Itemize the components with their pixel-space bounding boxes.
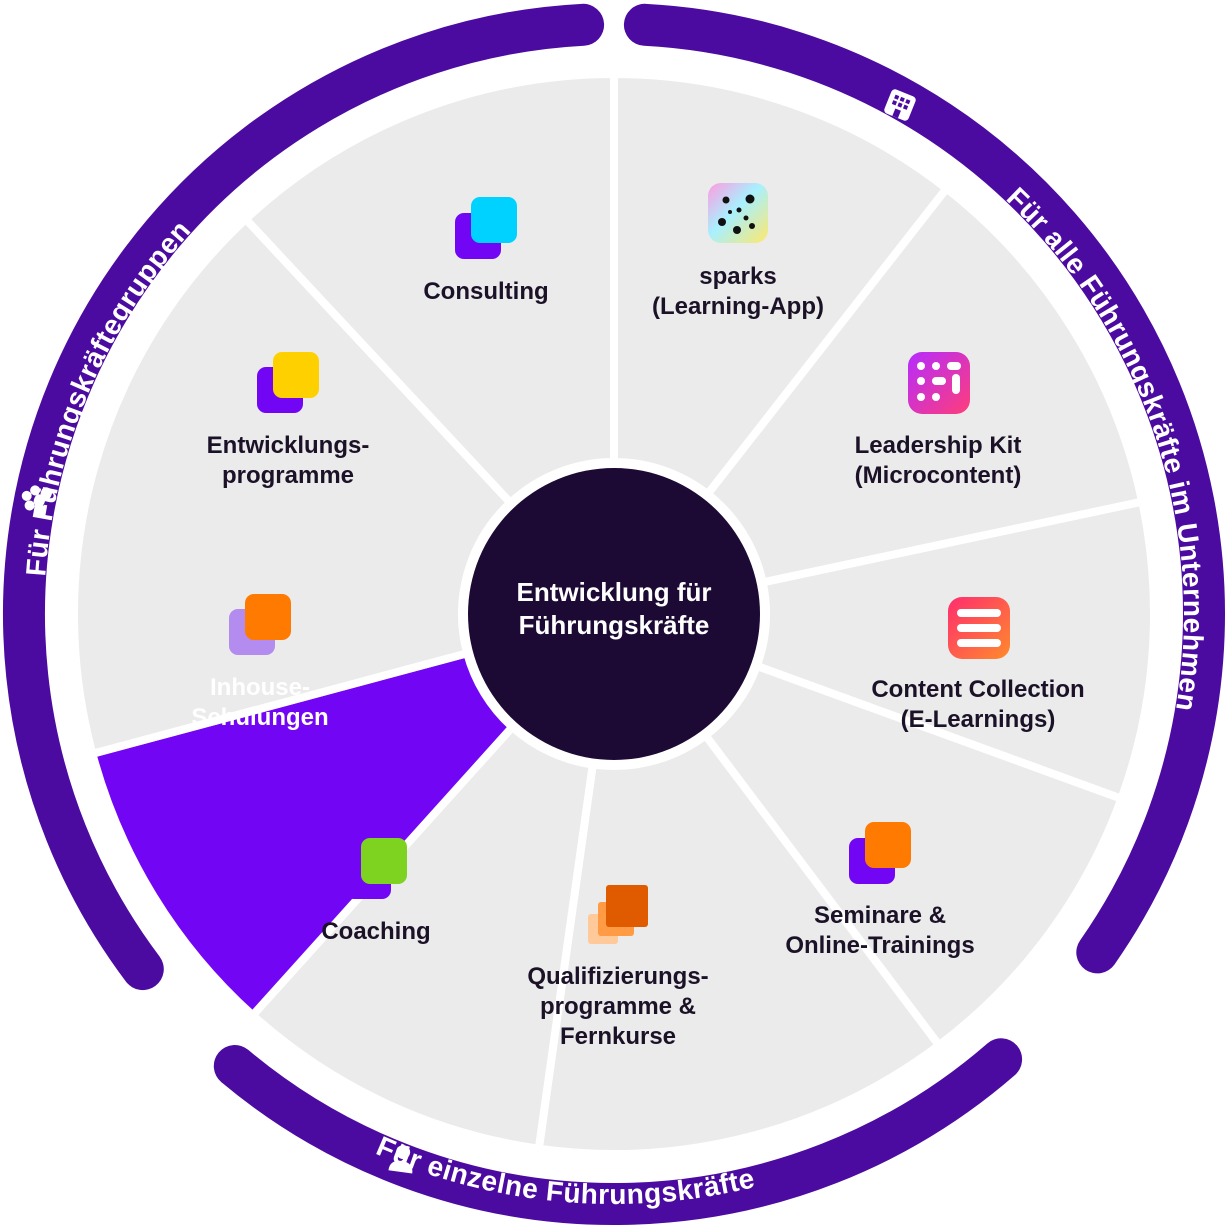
segment-entwicklung[interactable] — [70, 215, 515, 758]
segment-qualifizierung[interactable] — [534, 731, 943, 1158]
ring-arc-company — [623, 3, 1225, 974]
segment-inhouse[interactable] — [88, 649, 517, 1020]
ring-arc-individual — [213, 1038, 1023, 1225]
building-icon — [884, 89, 916, 121]
seminare-icon — [849, 822, 911, 884]
segment-consulting[interactable] — [241, 70, 618, 507]
leadership-kit-app-icon — [908, 352, 970, 414]
segment-label-leadership-kit: Leadership Kit (Microcontent) — [854, 432, 1022, 489]
segment-sparks[interactable] — [610, 70, 951, 499]
person-icon — [388, 1145, 413, 1174]
segment-label-seminare: Seminare & Online-Trainings — [785, 902, 975, 959]
segment-label-consulting: Consulting — [423, 278, 549, 305]
segment-label-coaching: Coaching — [321, 918, 431, 945]
center-circle — [468, 468, 760, 760]
segment-label-inhouse: Inhouse- Schulungen — [191, 674, 329, 731]
coaching-icon — [345, 838, 407, 899]
inhouse-icon — [229, 594, 291, 655]
segment-seminare[interactable] — [701, 662, 1126, 1050]
entwicklung-icon — [257, 352, 319, 413]
segment-coaching[interactable] — [248, 723, 597, 1153]
qualifizierung-icon — [588, 885, 648, 944]
segment-label-content-collection: Content Collection (E-Learnings) — [871, 676, 1085, 733]
segment-label-entwicklung: Entwicklungs- programme — [206, 432, 370, 489]
segment-label-sparks: sparks (Learning-App) — [652, 263, 824, 320]
center-title: Entwicklung für Führungskräfte — [516, 577, 712, 640]
consulting-icon — [455, 197, 517, 259]
segment-label-qualifizierung: Qualifizierungs- programme & Fernkurse — [527, 963, 709, 1050]
outer-ring — [2, 3, 1225, 1225]
ring-arc-groups — [2, 3, 605, 991]
content-collection-app-icon — [948, 597, 1010, 659]
people-group-icon — [21, 485, 53, 517]
sparks-app-icon — [708, 183, 768, 243]
